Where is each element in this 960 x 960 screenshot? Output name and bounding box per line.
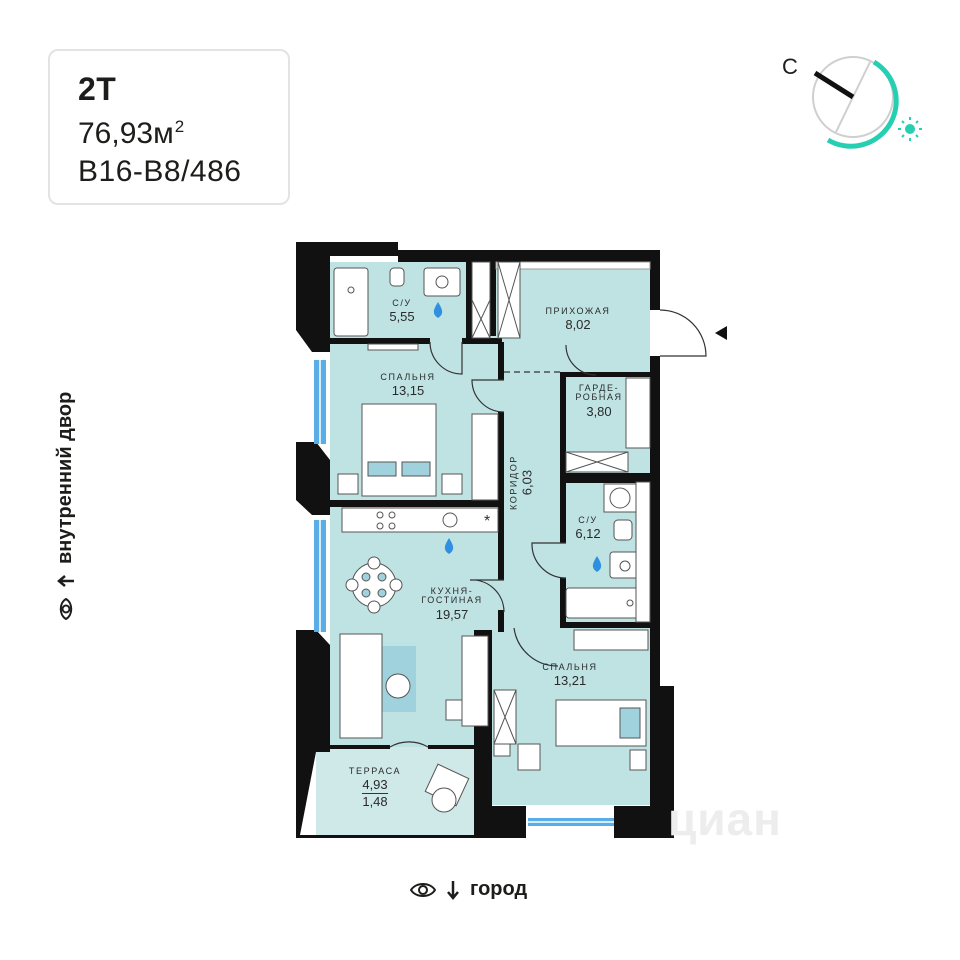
wall-right-bottom xyxy=(614,686,674,838)
wall-left-bottom xyxy=(296,630,330,835)
compass-icon xyxy=(812,56,922,149)
apartment-info-card: 2Т 76,93м2 В16-В8/486 xyxy=(48,49,290,205)
water-drop-icon xyxy=(592,556,602,572)
wall-top xyxy=(398,250,660,262)
wall-bath1-bottom-2 xyxy=(462,338,502,344)
door-bath1 xyxy=(429,341,463,375)
toilet-2 xyxy=(613,519,633,541)
wall-kitchen-right xyxy=(498,610,504,632)
wall-bath1-right xyxy=(466,256,472,342)
compass-north-label: С xyxy=(782,54,798,79)
door-terrace xyxy=(389,741,429,748)
watermark: циан xyxy=(668,793,782,845)
door-wardrobe xyxy=(565,344,597,376)
wall-bath2-left-2 xyxy=(560,578,566,628)
wall-kitchen-top xyxy=(330,500,500,507)
door-bedroom2 xyxy=(513,627,559,667)
room-label-wardrobe: ГАРДЕ- РОБНАЯ 3,80 xyxy=(575,383,623,419)
tv-stand xyxy=(461,635,489,727)
bathtub-1 xyxy=(333,267,369,337)
eye-icon xyxy=(59,598,72,620)
wall-wardrobe-top xyxy=(560,372,652,377)
wall-bedroom1-right-2 xyxy=(498,412,504,580)
room-label-corridor: КОРИДОР 6,03 xyxy=(508,455,535,511)
toilet-1 xyxy=(389,267,405,287)
room-label-bedroom-2: СПАЛЬНЯ 13,21 xyxy=(542,662,598,689)
water-drop-icon xyxy=(444,538,454,554)
entrance-arrow-icon xyxy=(715,326,727,340)
bottom-view-label: город xyxy=(410,878,527,901)
wall-wardrobe-left xyxy=(560,375,566,475)
room-label-kitchen: КУХНЯ- ГОСТИНАЯ 19,57 xyxy=(421,586,483,622)
kitchen-counter xyxy=(341,507,499,533)
closet-1 xyxy=(471,413,499,501)
room-label-bedroom-1: СПАЛЬНЯ 13,15 xyxy=(380,372,436,399)
wall-bath2-left xyxy=(560,483,566,543)
corridor-fill xyxy=(500,350,565,630)
door-entrance xyxy=(659,309,707,357)
bed-1 xyxy=(361,403,437,497)
door-kitchen xyxy=(469,579,505,613)
wall-terrace-bottom xyxy=(296,835,476,838)
svg-text:*: * xyxy=(484,513,490,530)
apartment-area: 76,93м2 xyxy=(78,117,185,150)
door-bath2 xyxy=(531,542,567,579)
room-label-terrace: ТЕРРАСА 4,93 1,48 xyxy=(348,766,402,810)
wall-bedroom1-right xyxy=(498,342,504,380)
dining-table xyxy=(351,562,397,608)
wardrobe-rack xyxy=(625,377,651,449)
wall-right-top xyxy=(650,250,660,310)
room-label-hallway: ПРИХОЖАЯ 8,02 xyxy=(545,306,611,333)
sofa xyxy=(339,633,383,739)
eye-icon xyxy=(410,882,436,897)
bottom-view-text: город xyxy=(470,878,528,900)
wall-hall-left xyxy=(490,256,496,336)
apartment-type: 2Т xyxy=(78,71,117,107)
apartment-code: В16-В8/486 xyxy=(78,155,242,188)
sun-icon xyxy=(898,117,922,141)
wall-bath1-bottom xyxy=(330,338,430,344)
arrow-up-icon xyxy=(56,575,74,587)
water-drop-icon xyxy=(433,302,443,318)
wall-wardrobe-bottom xyxy=(560,473,652,483)
closet-3 xyxy=(573,629,649,651)
wall-kitchen-bottom-2 xyxy=(428,745,476,749)
door-bedroom1 xyxy=(471,379,505,413)
room-label-bathroom-1: С/У 5,55 xyxy=(389,298,415,325)
window-hall xyxy=(495,261,651,270)
wall-right-mid xyxy=(650,356,660,686)
wall-left-mid xyxy=(296,442,330,515)
room-label-bathroom-2: С/У 6,12 xyxy=(575,515,601,542)
wall-kitchen-bottom xyxy=(330,745,390,749)
arrow-down-icon xyxy=(447,880,459,900)
wall-bedroom2-top xyxy=(560,622,652,628)
wall-left-top xyxy=(296,242,398,352)
